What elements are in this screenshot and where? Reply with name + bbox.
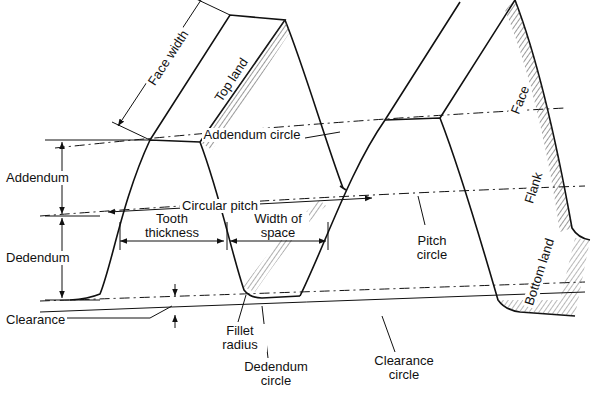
dimension-label: Circular pitch xyxy=(180,199,260,213)
circle-label: Addendum circle xyxy=(202,128,303,142)
flank-shading xyxy=(200,0,590,316)
circle-label: Clearance circle xyxy=(370,354,438,382)
circle-label: Pitch circle xyxy=(405,234,459,262)
dimension-label: Face width xyxy=(144,26,192,90)
leader-lines xyxy=(62,132,425,358)
dimension-label: Clearance xyxy=(4,313,67,327)
dimension-label: Width of space xyxy=(247,212,309,240)
part-name: Face xyxy=(507,82,532,118)
gear-teeth xyxy=(70,0,590,316)
reference-circles xyxy=(40,108,585,312)
dimension-label: Addendum xyxy=(4,171,71,185)
dimension-lines xyxy=(45,0,372,328)
circle-label: Dedendum circle xyxy=(242,360,310,388)
part-name: Bottom land xyxy=(522,235,558,309)
part-name: Fillet radius xyxy=(213,324,267,352)
dimension-label: Tooth thickness xyxy=(138,212,206,240)
dimension-label: Dedendum xyxy=(4,251,72,265)
